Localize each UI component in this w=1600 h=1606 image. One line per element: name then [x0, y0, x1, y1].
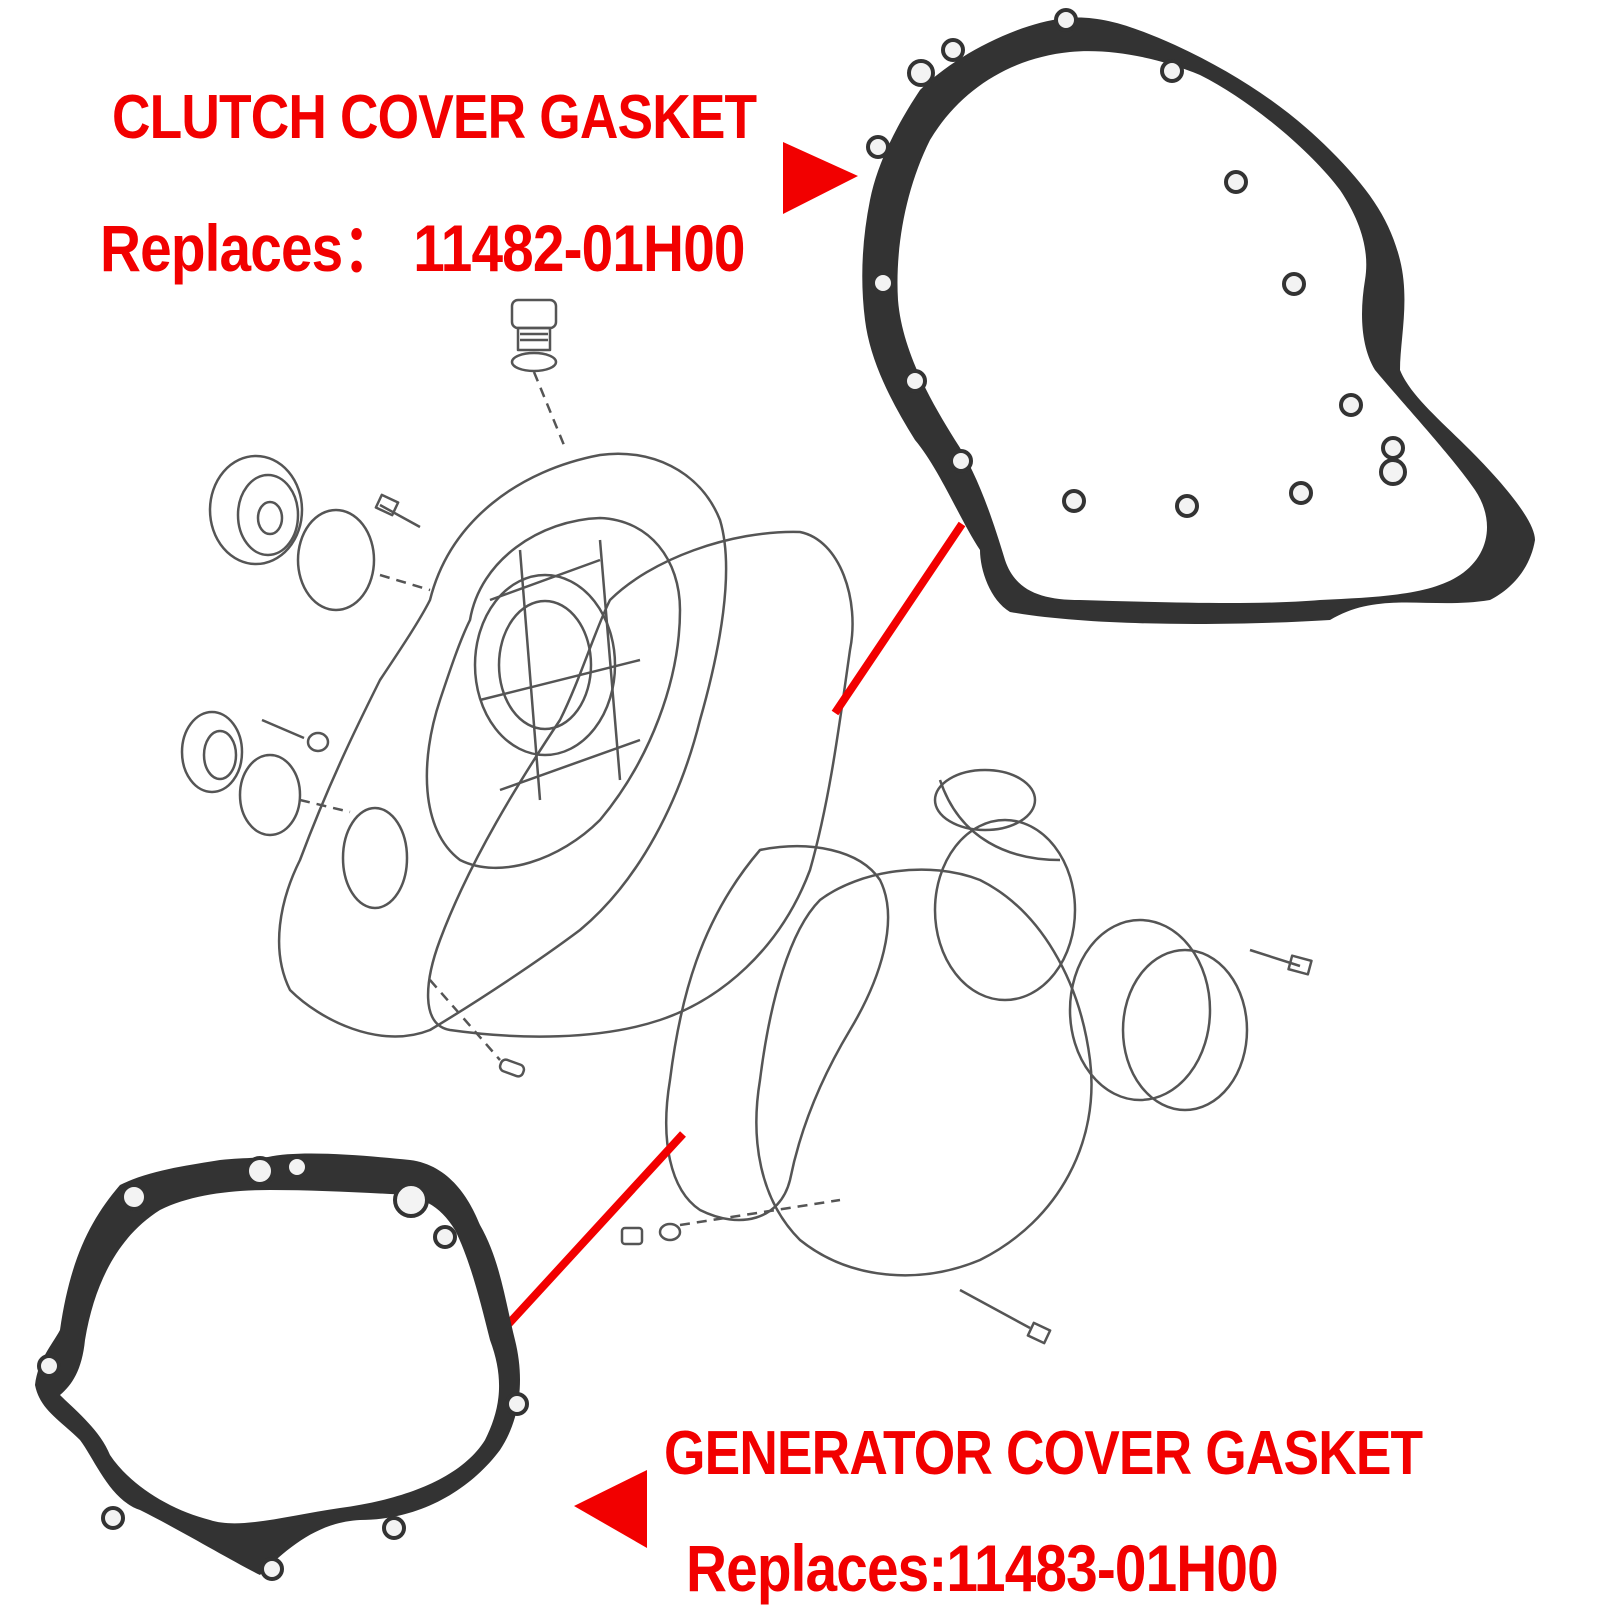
generator-gasket-title: GENERATOR COVER GASKET	[664, 1419, 1423, 1488]
clutch-gasket-part-number: Replaces： 11482-01H00	[100, 211, 745, 285]
arrow-left-icon	[574, 1470, 647, 1548]
generator-gasket-outline	[665, 845, 890, 1222]
clutch-cover	[277, 452, 728, 1078]
connector-line-clutch	[831, 521, 966, 716]
arrow-right-icon	[783, 142, 858, 214]
clutch-cover-gasket	[862, 8, 1535, 624]
engine-exploded-diagram	[180, 298, 1313, 1345]
oil-filler-cap	[510, 298, 568, 451]
generator-gasket-part-number: Replaces:11483-01H00	[686, 1531, 1279, 1605]
clutch-gasket-title: CLUTCH COVER GASKET	[112, 83, 757, 152]
generator-cover	[620, 768, 1313, 1345]
seal-parts	[180, 454, 431, 837]
generator-cover-gasket	[35, 1153, 529, 1581]
clutch-gasket-outline	[426, 530, 854, 1038]
connector-line-generator	[500, 1131, 686, 1333]
